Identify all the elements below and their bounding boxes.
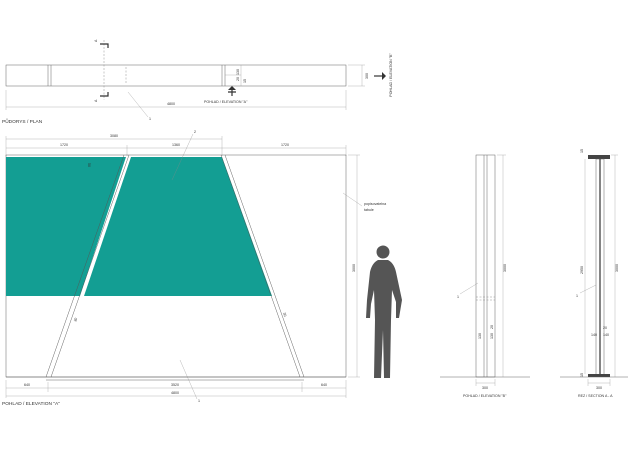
elev-b-dim-left-b: 130 (490, 333, 494, 339)
elev-a-dim-height: 3000 (352, 264, 356, 272)
elev-a-title: POHLAD / ELEVATION "A" (2, 401, 60, 407)
section-cut-arrow-bottom (100, 92, 109, 97)
elev-a-dim-top-total: 3080 (110, 134, 118, 138)
plan-callout-leader (127, 91, 149, 118)
elev-a-note-line1: popisovatelna (364, 202, 386, 206)
plan-dim-total: 4800 (167, 102, 175, 106)
elev-b-dim-width: 300 (482, 386, 488, 390)
section-dim-inner-height: 2950 (580, 266, 584, 274)
elev-a-callout-panel-leader (171, 133, 194, 181)
figure-body (366, 260, 402, 378)
plan-dim-depth: 300 (365, 73, 369, 79)
elev-a-callout-frame: 1 (198, 399, 200, 403)
plan-title: PŮDORYS / PLAN (2, 118, 43, 125)
elev-a-dim-bottom-mid: 3520 (171, 383, 179, 387)
plan-elevation-a-label: POHLAD / ELEVATION "A" (204, 100, 248, 104)
section-callout-leader (579, 284, 597, 294)
elevation-a-view: 3080 1720 1360 1720 50 30 30 2 1 popi (2, 130, 402, 407)
elev-a-leg-right-inner (224, 154, 305, 378)
elev-a-dim-bottom-total: 4800 (171, 391, 179, 395)
elevation-a-arrowhead (228, 86, 236, 90)
section-dim-right: 140 (603, 333, 609, 337)
elev-a-note-line2: tabule (364, 208, 374, 212)
elev-a-dim-top-left: 1720 (60, 143, 68, 147)
elev-a-dim-bottom-left: 640 (24, 383, 30, 387)
section-cap-bottom (588, 374, 610, 377)
plan-callout-number: 1 (149, 117, 151, 121)
elev-a-callout-panel: 2 (194, 130, 196, 134)
elev-b-callout: 1 (457, 295, 459, 299)
human-scale-figure (366, 245, 402, 378)
elev-a-note-leader (342, 192, 363, 207)
section-cap-top (588, 155, 610, 159)
elev-a-dim-top-mid: 1360 (172, 143, 180, 147)
plan-elevation-b-label: POHLAD / ELEVATION "B" (389, 53, 393, 97)
section-dim-top: 15 (580, 149, 584, 153)
section-dim-gap: 20 (603, 326, 607, 330)
plan-dim-inner-b: 20 (236, 77, 240, 81)
elev-a-dim-top-right: 1720 (281, 143, 289, 147)
elev-a-panel-left (6, 157, 126, 296)
elev-a-leg-left-outer (45, 154, 125, 378)
elev-a-callout-frame-leader (179, 359, 198, 400)
elev-a-dim-leg-left: 30 (73, 317, 78, 322)
section-callout: 1 (576, 294, 578, 298)
plan-view: A A 1 4800 300 130 20 15 POHLAD / ELEVAT… (2, 39, 393, 125)
plan-dim-inner-a: 130 (236, 69, 240, 75)
elev-b-callout-leader (459, 282, 479, 295)
elevation-b-view: 3000 130 130 20 1 300 POHLAD / ELEVATION… (440, 154, 530, 398)
elev-b-dim-gap: 20 (490, 325, 494, 329)
elev-b-post-outline (475, 154, 496, 378)
section-mark-bottom: A (94, 99, 98, 102)
section-dim-bottom: 15 (580, 373, 584, 377)
section-a-view: 2950 15 15 3000 140 140 20 1 300 REZ / S… (560, 149, 628, 398)
elev-b-dim-left-a: 130 (478, 333, 482, 339)
section-dim-height: 3000 (615, 264, 619, 272)
elev-a-leg-left-inner (50, 154, 130, 378)
plan-dim-inner-c: 15 (243, 79, 247, 83)
section-dim-width: 300 (596, 386, 602, 390)
figure-head (376, 245, 390, 259)
section-title: REZ / SECTION A - A (578, 394, 613, 398)
elev-a-leg-right-outer (220, 154, 301, 378)
section-mark-top: A (94, 39, 98, 42)
plan-outline (5, 64, 347, 87)
elev-a-dim-bottom-right: 640 (321, 383, 327, 387)
elev-a-panel-right (84, 157, 272, 296)
elev-b-dim-height: 3000 (503, 264, 507, 272)
section-cut-arrow-top (100, 43, 109, 48)
elev-b-title: POHLAD / ELEVATION "B" (463, 394, 507, 398)
elev-a-dim-leg-right: 30 (282, 312, 287, 317)
elev-a-dim-panel-gap: 50 (87, 163, 91, 167)
section-dim-left: 140 (591, 333, 597, 337)
